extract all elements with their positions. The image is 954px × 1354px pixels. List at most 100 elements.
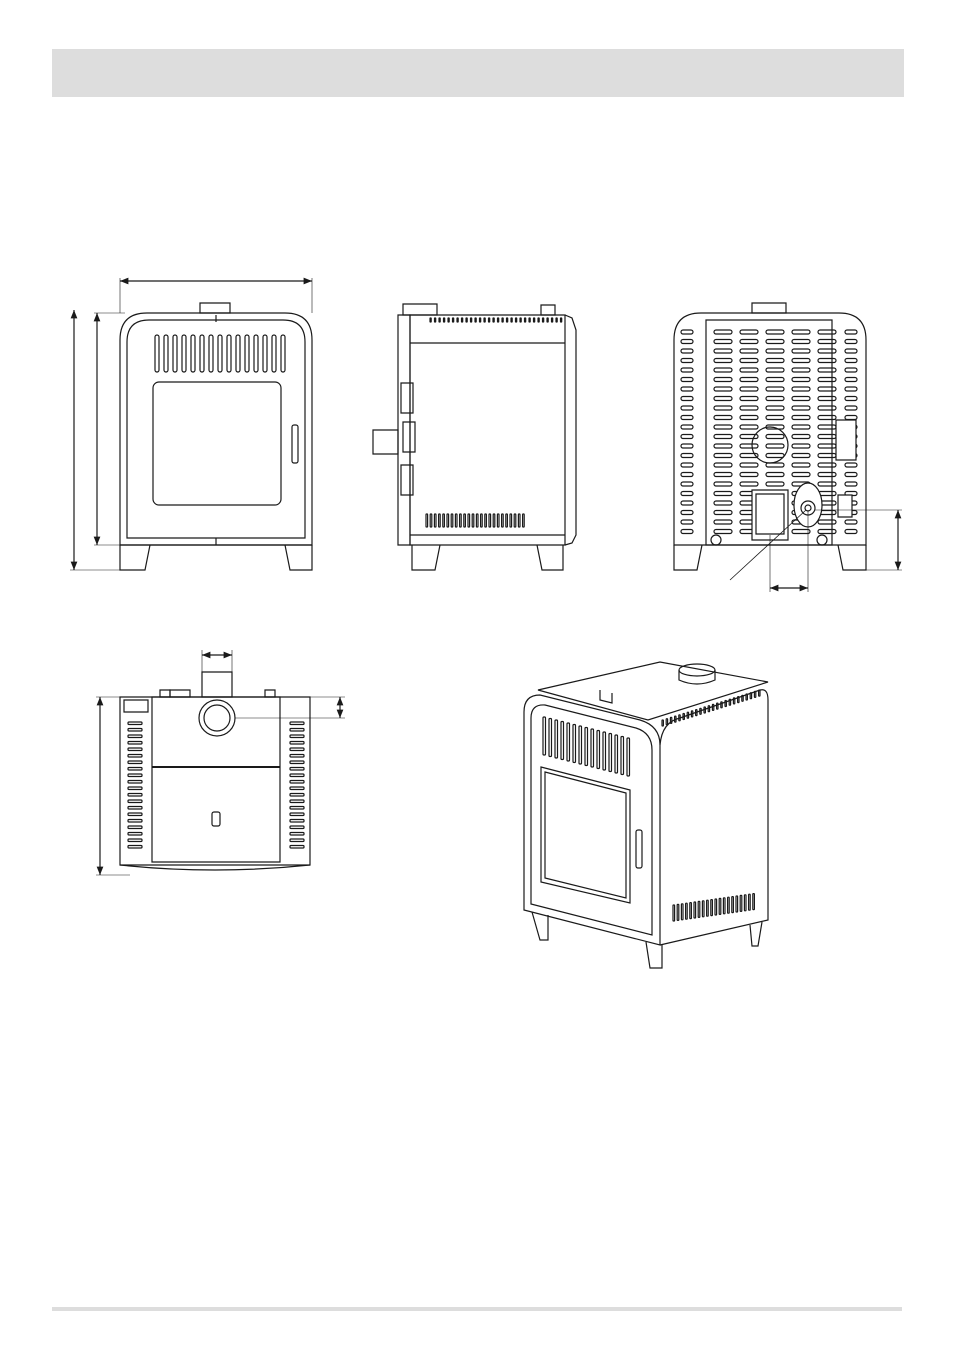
vent-slot	[818, 340, 836, 344]
vent-slot	[520, 318, 521, 322]
vent-slot	[714, 520, 732, 524]
vent-slot	[740, 340, 758, 344]
vent-slot	[845, 387, 857, 391]
vent-slot	[714, 340, 732, 344]
vent-slot	[451, 514, 453, 527]
vent-slot	[662, 720, 663, 726]
vent-slot	[744, 895, 746, 911]
vent-slot	[481, 514, 483, 527]
vent-slot	[677, 904, 679, 920]
vent-slot	[845, 530, 857, 534]
vent-slot	[254, 335, 258, 372]
dimension-lines	[96, 650, 345, 875]
vent-slot	[707, 900, 709, 916]
vent-slot	[740, 359, 758, 363]
vent-slot	[681, 406, 693, 410]
vent-slot	[128, 833, 142, 836]
vent-slot	[164, 335, 168, 372]
vent-slot	[740, 463, 758, 467]
vent-slot	[792, 473, 810, 477]
vent-slot	[290, 846, 304, 849]
vent-slot	[792, 359, 810, 363]
vent-slot	[725, 701, 726, 707]
vent-slot	[263, 335, 267, 372]
vent-slot	[711, 900, 713, 916]
vent-slot	[567, 723, 570, 761]
vent-slot	[714, 454, 732, 458]
vent-slot	[681, 435, 693, 439]
vent-slot	[128, 774, 142, 777]
vent-slot	[687, 712, 688, 718]
vent-slot	[740, 444, 758, 448]
vent-slot	[714, 482, 732, 486]
vent-slot	[792, 378, 810, 382]
vent-slot	[472, 514, 474, 527]
vent-slot	[681, 387, 693, 391]
vent-slot	[818, 444, 836, 448]
side-view	[373, 304, 576, 570]
vent-slot	[468, 514, 470, 527]
vent-slot	[766, 463, 784, 467]
vent-slot	[845, 397, 857, 401]
vent-slot	[714, 444, 732, 448]
vent-slot	[579, 726, 582, 764]
vent-slot	[529, 318, 530, 322]
vent-slot	[681, 501, 693, 505]
vent-slot	[766, 482, 784, 486]
vent-slot	[715, 899, 717, 915]
vent-slot	[714, 435, 732, 439]
vent-slot	[502, 514, 504, 527]
vent-slot	[766, 340, 784, 344]
vent-slot	[845, 416, 857, 420]
vent-slot	[464, 514, 466, 527]
vent-slot	[691, 711, 692, 717]
vent-slot	[439, 514, 441, 527]
vent-slot	[681, 904, 683, 920]
vent-slot	[681, 511, 693, 515]
vent-slot	[740, 349, 758, 353]
vent-slot	[128, 826, 142, 829]
top-view-vents	[128, 722, 304, 848]
vent-slot	[714, 368, 732, 372]
vent-slot	[694, 902, 696, 918]
vent-slot	[792, 340, 810, 344]
vent-slot	[740, 482, 758, 486]
vent-slot	[447, 514, 449, 527]
vent-slot	[746, 694, 747, 700]
vent-slot	[523, 514, 525, 527]
vent-slot	[792, 530, 810, 534]
vent-slot	[561, 318, 562, 322]
vent-slot	[766, 454, 784, 458]
vent-slot	[792, 387, 810, 391]
vent-slot	[792, 435, 810, 439]
vent-slot	[444, 318, 445, 322]
vent-slot	[430, 514, 432, 527]
vent-slot	[448, 318, 449, 322]
vent-slot	[818, 387, 836, 391]
vent-slot	[681, 473, 693, 477]
vent-slot	[818, 530, 836, 534]
vent-slot	[453, 318, 454, 322]
vent-slot	[766, 349, 784, 353]
vent-slot	[740, 425, 758, 429]
vent-slot	[443, 514, 445, 527]
vent-slot	[712, 704, 713, 710]
vent-slot	[510, 514, 512, 527]
vent-slot	[818, 397, 836, 401]
vent-slot	[845, 406, 857, 410]
vent-slot	[561, 722, 564, 760]
vent-slot	[128, 755, 142, 758]
vent-slot	[740, 435, 758, 439]
vent-slot	[673, 905, 675, 921]
vent-slot	[290, 781, 304, 784]
vent-slot	[732, 897, 734, 913]
vent-slot	[681, 330, 693, 334]
vent-slot	[681, 520, 693, 524]
vent-slot	[681, 425, 693, 429]
vent-slot	[430, 318, 431, 322]
vent-slot	[128, 800, 142, 803]
vent-slot	[547, 318, 548, 322]
front-vent-grille	[155, 335, 285, 372]
vent-slot	[128, 787, 142, 790]
vent-slot	[740, 397, 758, 401]
